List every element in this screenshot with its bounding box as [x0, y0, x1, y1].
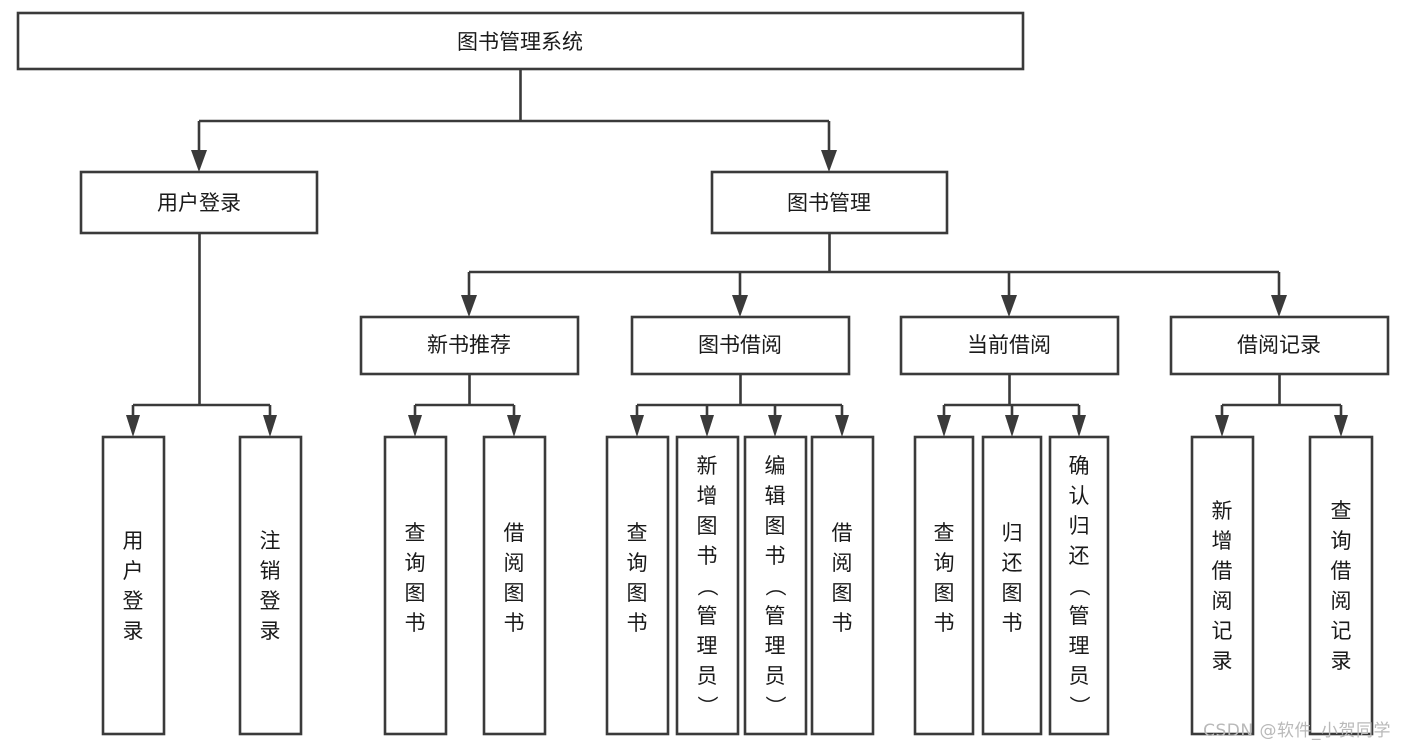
arrow-head-leaf-logout-login: [263, 415, 277, 437]
arrow-head-user-login: [191, 150, 207, 172]
connector-layer: [126, 69, 1348, 437]
arrow-head-leaf-borrow-book-2: [835, 415, 849, 437]
node-leaf-add-book-admin[interactable]: 新增图书管理员 （ ）: [675, 435, 740, 736]
node-leaf-borrow-book-2[interactable]: 借阅图书: [810, 435, 875, 736]
node-leaf-confirm-return-admin[interactable]: 确认归还管理员 （ ）: [1048, 435, 1110, 736]
svg-text:（: （: [763, 576, 787, 597]
node-borrow-record[interactable]: 借阅记录: [1169, 315, 1390, 376]
node-book-borrow-label: 图书借阅: [698, 333, 782, 357]
svg-text:）: ）: [763, 696, 787, 717]
node-leaf-query-book-2[interactable]: 查询图书: [605, 435, 670, 736]
node-user-login-box[interactable]: [79, 170, 319, 235]
node-leaf-logout-login-box[interactable]: [238, 435, 303, 736]
node-leaf-logout-login-label: 注销登录: [260, 529, 281, 643]
node-book-borrow[interactable]: 图书借阅: [630, 315, 851, 376]
arrow-head-leaf-user-login: [126, 415, 140, 437]
node-leaf-user-login-label: 用户登录: [123, 529, 144, 643]
arrow-head-leaf-query-borrow-record: [1334, 415, 1348, 437]
node-leaf-return-book-box[interactable]: [981, 435, 1043, 736]
node-book-management-label: 图书管理: [787, 191, 871, 215]
node-leaf-return-book[interactable]: 归还图书: [981, 435, 1043, 736]
node-leaf-borrow-book-1-label: 借阅图书: [504, 521, 525, 635]
node-user-login-label: 用户登录: [157, 191, 241, 215]
node-root-label: 图书管理系统: [457, 30, 583, 54]
node-book-management-box[interactable]: [710, 170, 949, 235]
node-new-book-recommend[interactable]: 新书推荐: [359, 315, 580, 376]
node-leaf-edit-book-admin[interactable]: 编辑图书管理员 （ ）: [743, 435, 808, 736]
arrow-head-leaf-query-book-3: [937, 415, 951, 437]
node-root[interactable]: 图书管理系统: [16, 11, 1025, 71]
node-user-login[interactable]: 用户登录: [79, 170, 319, 235]
node-leaf-query-borrow-record-label: 查询借阅记录: [1331, 499, 1352, 673]
node-leaf-query-book-1[interactable]: 查询图书: [383, 435, 448, 736]
arrow-head-leaf-confirm-return-admin: [1072, 415, 1086, 437]
node-current-borrow-box[interactable]: [899, 315, 1120, 376]
node-leaf-add-borrow-record-label: 新增借阅记录: [1212, 499, 1233, 673]
node-leaf-user-login-box[interactable]: [101, 435, 166, 736]
arrow-head-book-management: [821, 150, 837, 172]
arrow-head-leaf-query-book-2: [630, 415, 644, 437]
node-borrow-record-box[interactable]: [1169, 315, 1390, 376]
arrow-head-leaf-add-book-admin: [700, 415, 714, 437]
node-leaf-query-borrow-record[interactable]: 查询借阅记录: [1308, 435, 1374, 736]
arrow-head-book-borrow: [732, 295, 748, 317]
node-leaf-query-book-1-box[interactable]: [383, 435, 448, 736]
node-current-borrow-label: 当前借阅: [967, 333, 1051, 357]
node-leaf-return-book-label: 归还图书: [1002, 521, 1023, 635]
node-leaf-edit-book-admin-box[interactable]: [743, 435, 808, 736]
node-leaf-edit-book-admin-label: 编辑图书管理员: [765, 454, 786, 688]
node-leaf-borrow-book-2-box[interactable]: [810, 435, 875, 736]
node-leaf-query-book-2-box[interactable]: [605, 435, 670, 736]
node-leaf-query-borrow-record-box[interactable]: [1308, 435, 1374, 736]
node-leaf-add-borrow-record[interactable]: 新增借阅记录: [1190, 435, 1255, 736]
node-leaf-query-book-1-label: 查询图书: [405, 521, 426, 635]
arrow-head-current-borrow: [1001, 295, 1017, 317]
svg-text:）: ）: [1067, 696, 1091, 717]
node-leaf-borrow-book-1[interactable]: 借阅图书: [482, 435, 547, 736]
node-book-borrow-box[interactable]: [630, 315, 851, 376]
node-leaf-borrow-book-1-box[interactable]: [482, 435, 547, 736]
node-leaf-query-book-2-label: 查询图书: [627, 521, 648, 635]
node-new-book-recommend-box[interactable]: [359, 315, 580, 376]
node-leaf-add-book-admin-label: 新增图书管理员: [697, 454, 718, 688]
arrow-head-leaf-edit-book-admin: [768, 415, 782, 437]
node-leaf-query-book-3-box[interactable]: [913, 435, 975, 736]
node-leaf-borrow-book-2-label: 借阅图书: [832, 521, 853, 635]
arrow-head-leaf-borrow-book-1: [507, 415, 521, 437]
node-root-box[interactable]: [16, 11, 1025, 71]
svg-text:（: （: [695, 576, 719, 597]
node-new-book-recommend-label: 新书推荐: [427, 333, 511, 357]
node-book-management[interactable]: 图书管理: [710, 170, 949, 235]
node-leaf-add-book-admin-box[interactable]: [675, 435, 740, 736]
node-leaf-user-login[interactable]: 用户登录: [101, 435, 166, 736]
arrow-head-new-book-recommend: [461, 295, 477, 317]
node-borrow-record-label: 借阅记录: [1237, 333, 1321, 357]
svg-text:（: （: [1067, 576, 1091, 597]
arrow-head-borrow-record: [1271, 295, 1287, 317]
node-leaf-add-borrow-record-box[interactable]: [1190, 435, 1255, 736]
svg-text:）: ）: [695, 696, 719, 717]
node-current-borrow[interactable]: 当前借阅: [899, 315, 1120, 376]
node-leaf-confirm-return-admin-box[interactable]: [1048, 435, 1110, 736]
arrow-head-leaf-add-borrow-record: [1215, 415, 1229, 437]
node-leaf-logout-login[interactable]: 注销登录: [238, 435, 303, 736]
arrow-head-leaf-return-book: [1005, 415, 1019, 437]
node-leaf-query-book-3[interactable]: 查询图书: [913, 435, 975, 736]
arrow-head-leaf-query-book-1: [408, 415, 422, 437]
node-leaf-query-book-3-label: 查询图书: [934, 521, 955, 635]
node-leaf-confirm-return-admin-label: 确认归还管理员: [1069, 454, 1090, 688]
